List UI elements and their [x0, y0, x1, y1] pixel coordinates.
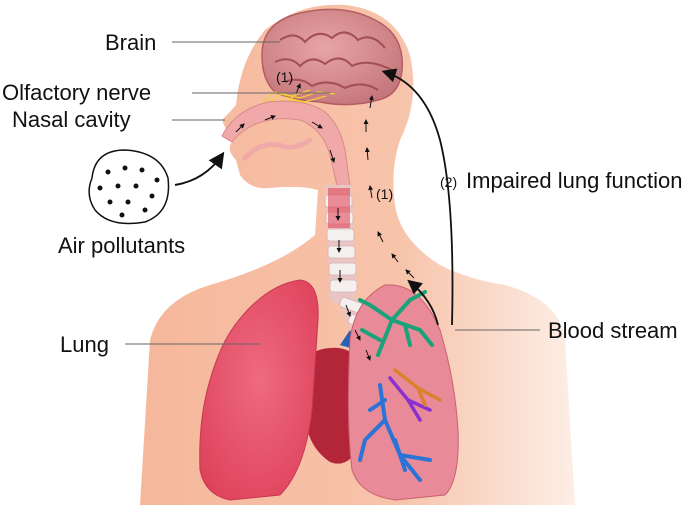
label-brain: Brain: [105, 30, 156, 55]
bronchi-purple: [388, 376, 432, 422]
label-olfactory-nerve: Olfactory nerve: [2, 80, 151, 105]
bronchi-teal: [358, 290, 434, 357]
brain-illustration: [261, 8, 404, 106]
bronchi-orange: [393, 368, 442, 407]
bronchi-blue: [358, 383, 432, 482]
lung-to-blood-arrow: [407, 279, 439, 326]
pathway-2-arrow: [381, 68, 454, 326]
annotation-pathway-2: (2): [440, 174, 457, 190]
air-pollutants-blob: [88, 149, 170, 225]
annotation-pathway-1-neck: (1): [376, 186, 393, 202]
label-air-pollutants: Air pollutants: [58, 233, 185, 258]
pathway-1-arrows: [295, 83, 415, 279]
leader-lines: [125, 41, 540, 345]
label-lung: Lung: [60, 332, 109, 357]
annotation-pathway-1-brain: (1): [276, 69, 293, 85]
label-nasal-cavity: Nasal cavity: [12, 107, 131, 132]
label-blood-stream: Blood stream: [548, 318, 678, 343]
lung-left: [199, 279, 319, 501]
label-impaired-lung-function: Impaired lung function: [466, 168, 682, 193]
airflow-arrows: [235, 115, 371, 361]
inhalation-arrow: [174, 151, 225, 186]
